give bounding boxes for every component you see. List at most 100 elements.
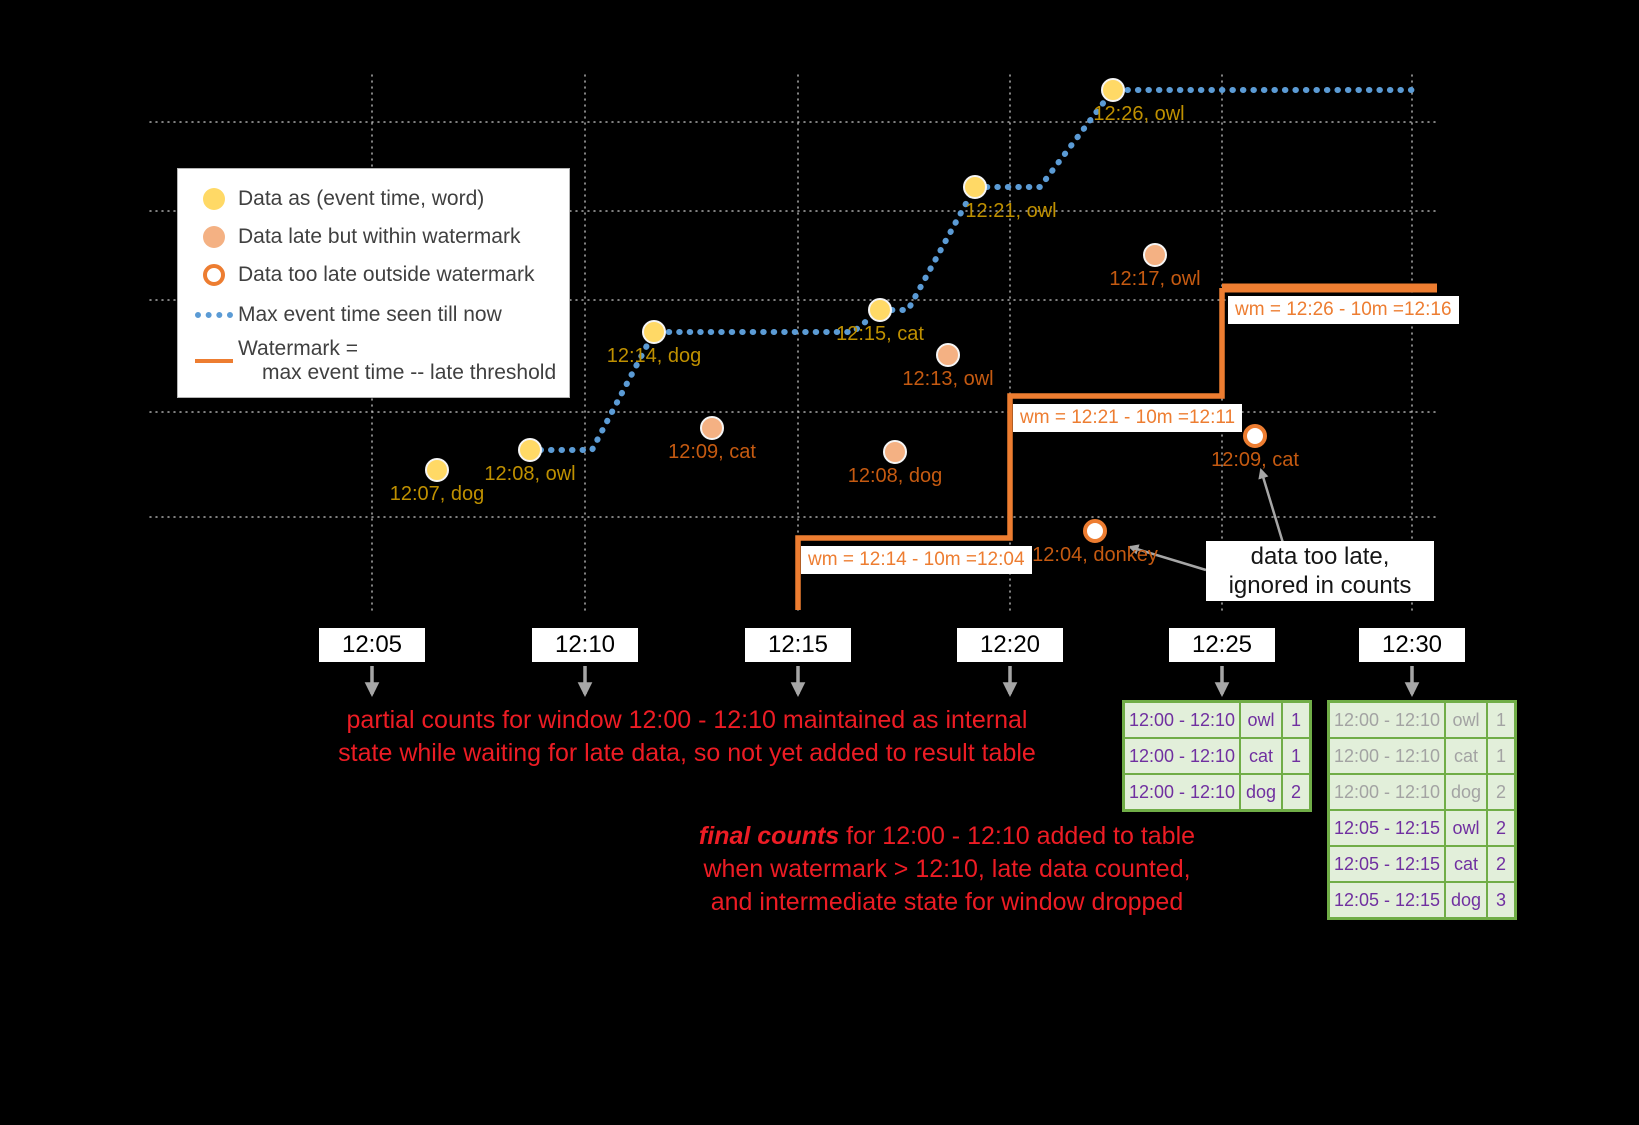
data-point-label: 12:09, cat bbox=[1211, 449, 1299, 471]
count-cell: 3 bbox=[1486, 881, 1517, 920]
max-event-time-line-icon bbox=[195, 312, 233, 318]
data-point-label: 12:15, cat bbox=[836, 323, 924, 345]
axis-arrows bbox=[364, 666, 1420, 697]
legend-label: max event time -- late threshold bbox=[262, 361, 557, 384]
event-dot-icon bbox=[868, 298, 892, 322]
count-cell: 2 bbox=[1486, 809, 1517, 847]
word-cell: owl bbox=[1444, 700, 1488, 739]
table-row: 12:05 - 12:15 owl 2 bbox=[1327, 809, 1517, 847]
legend-item-late: Data late but within watermark bbox=[190, 219, 561, 255]
on-time-point-icon bbox=[203, 188, 225, 210]
late-dot-icon bbox=[1143, 243, 1167, 267]
window-cell: 12:05 - 12:15 bbox=[1327, 809, 1446, 847]
event-dot-icon bbox=[425, 458, 449, 482]
legend-label: Max event time seen till now bbox=[238, 303, 502, 326]
data-point-label: 12:21, owl bbox=[965, 200, 1057, 222]
axis-tick-1210: 12:10 bbox=[532, 628, 638, 662]
data-point-label: 12:14, dog bbox=[606, 345, 702, 367]
legend-label: Watermark = bbox=[238, 337, 358, 360]
count-cell: 1 bbox=[1281, 700, 1312, 739]
late-dot-icon bbox=[883, 440, 907, 464]
axis-tick-1205: 12:05 bbox=[319, 628, 425, 662]
too-late-callout-line2: ignored in counts bbox=[1228, 572, 1412, 599]
watermark-value-label: wm = 12:26 - 10m =12:16 bbox=[1228, 296, 1459, 324]
count-cell: 2 bbox=[1486, 845, 1517, 883]
table-row: 12:00 - 12:10 dog 2 bbox=[1122, 773, 1312, 812]
data-point-label: 12:26, owl bbox=[1093, 103, 1185, 125]
window-cell: 12:05 - 12:15 bbox=[1327, 881, 1446, 920]
window-cell: 12:00 - 12:10 bbox=[1327, 700, 1446, 739]
data-point-label: 12:09, cat bbox=[668, 441, 756, 463]
too-late-point-icon bbox=[203, 264, 225, 286]
data-point-label: 12:13, owl bbox=[902, 368, 994, 390]
legend-label: Data late but within watermark bbox=[238, 225, 521, 248]
partial-counts-note: partial counts for window 12:00 - 12:10 … bbox=[257, 704, 1117, 770]
count-cell: 1 bbox=[1486, 737, 1517, 775]
data-point-label: 12:17, owl bbox=[1109, 268, 1201, 290]
late-dot-icon bbox=[700, 416, 724, 440]
final-counts-line1: final counts for 12:00 - 12:10 added to … bbox=[652, 820, 1242, 853]
axis-tick-1215: 12:15 bbox=[745, 628, 851, 662]
axis-tick-1230: 12:30 bbox=[1359, 628, 1465, 662]
table-row-faded: 12:00 - 12:10 cat 1 bbox=[1327, 737, 1517, 775]
data-point-label: 12:08, dog bbox=[847, 465, 943, 487]
window-cell: 12:00 - 12:10 bbox=[1122, 737, 1241, 775]
word-cell: dog bbox=[1444, 881, 1488, 920]
legend: Data as (event time, word) Data late but… bbox=[177, 168, 570, 398]
word-cell: cat bbox=[1444, 737, 1488, 775]
count-cell: 1 bbox=[1281, 737, 1312, 775]
table-row-faded: 12:00 - 12:10 dog 2 bbox=[1327, 773, 1517, 811]
count-cell: 1 bbox=[1486, 700, 1517, 739]
result-table-1225: 12:00 - 12:10 owl 1 12:00 - 12:10 cat 1 … bbox=[1122, 700, 1312, 812]
partial-counts-line2: state while waiting for late data, so no… bbox=[338, 739, 1036, 767]
table-row: 12:05 - 12:15 dog 3 bbox=[1327, 881, 1517, 920]
window-cell: 12:00 - 12:10 bbox=[1327, 773, 1446, 811]
window-cell: 12:00 - 12:10 bbox=[1122, 773, 1241, 812]
word-cell: dog bbox=[1239, 773, 1283, 812]
data-point-label: 12:04, donkey bbox=[1032, 544, 1158, 566]
too-late-arrow-donkey-icon bbox=[1127, 544, 1207, 572]
word-cell: dog bbox=[1444, 773, 1488, 811]
event-dot-icon bbox=[642, 320, 666, 344]
window-cell: 12:00 - 12:10 bbox=[1122, 700, 1241, 739]
late-dot-icon bbox=[936, 343, 960, 367]
table-row-faded: 12:00 - 12:10 owl 1 bbox=[1327, 700, 1517, 739]
too-late-callout-line1: data too late, bbox=[1250, 543, 1390, 570]
event-dot-icon bbox=[963, 175, 987, 199]
too-late-callout: data too late, ignored in counts bbox=[1206, 541, 1434, 601]
max-event-time-line bbox=[527, 87, 1418, 453]
count-cell: 2 bbox=[1486, 773, 1517, 811]
final-counts-note: final counts for 12:00 - 12:10 added to … bbox=[652, 820, 1242, 919]
watermark-step-line bbox=[795, 288, 1225, 610]
final-counts-rest: for 12:00 - 12:10 added to table bbox=[846, 822, 1196, 850]
word-cell: owl bbox=[1444, 809, 1488, 847]
word-cell: cat bbox=[1444, 845, 1488, 883]
final-counts-emphasis: final counts bbox=[698, 822, 840, 850]
too-late-dot-icon bbox=[1083, 519, 1107, 543]
word-cell: cat bbox=[1239, 737, 1283, 775]
axis-tick-1225: 12:25 bbox=[1169, 628, 1275, 662]
data-point-label: 12:07, dog bbox=[389, 483, 485, 505]
late-point-icon bbox=[203, 226, 225, 248]
watermark-line-icon bbox=[195, 359, 233, 363]
final-counts-line3: and intermediate state for window droppe… bbox=[710, 888, 1184, 916]
too-late-arrow-cat-icon bbox=[1258, 467, 1285, 544]
data-point-label: 12:08, owl bbox=[484, 463, 576, 485]
watermark-value-label: wm = 12:14 - 10m =12:04 bbox=[801, 546, 1032, 574]
final-counts-line2: when watermark > 12:10, late data counte… bbox=[703, 855, 1191, 883]
partial-counts-line1: partial counts for window 12:00 - 12:10 … bbox=[346, 706, 1028, 734]
table-row: 12:00 - 12:10 owl 1 bbox=[1122, 700, 1312, 739]
event-dot-icon bbox=[518, 438, 542, 462]
legend-label: Data too late outside watermark bbox=[238, 263, 535, 286]
legend-item-watermark: Watermark = max event time -- late thres… bbox=[190, 337, 561, 385]
legend-item-too-late: Data too late outside watermark bbox=[190, 257, 561, 293]
count-cell: 2 bbox=[1281, 773, 1312, 812]
event-dot-icon bbox=[1101, 78, 1125, 102]
too-late-dot-icon bbox=[1243, 424, 1267, 448]
axis-tick-1220: 12:20 bbox=[957, 628, 1063, 662]
window-cell: 12:00 - 12:10 bbox=[1327, 737, 1446, 775]
legend-item-max-event-time: Max event time seen till now bbox=[190, 295, 561, 335]
legend-item-on-time: Data as (event time, word) bbox=[190, 181, 561, 217]
